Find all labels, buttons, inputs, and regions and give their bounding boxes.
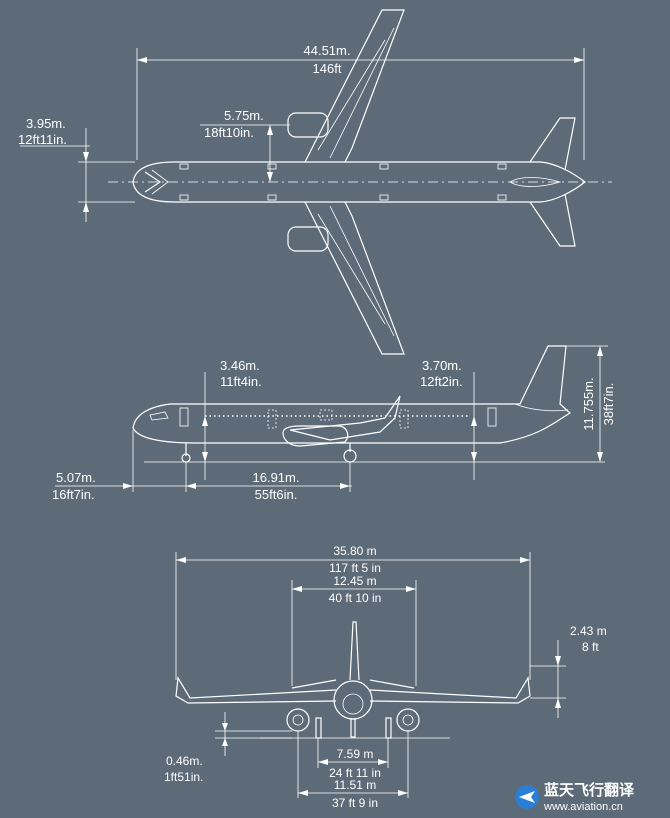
front-view-aircraft [175,621,531,739]
front-engine-spacing-ft: 37 ft 9 in [332,796,378,810]
front-gear-left [315,717,322,739]
side-fuselage [132,345,572,444]
front-span-m: 35.80 m [333,544,376,558]
front-fin [349,621,360,681]
side-nose-gear-m: 5.07m. [56,470,96,485]
side-wing [289,395,401,441]
top-engine-lower [287,226,329,252]
front-track-ft: 24 ft 11 in [329,766,381,780]
front-span-ft: 117 ft 5 in [329,561,381,575]
top-cockpit [144,171,162,193]
watermark-url: www.aviation.cn [543,801,623,813]
top-span-ft: 146ft [313,61,342,76]
front-engine-spacing-m: 11.51 m [334,778,376,792]
side-door-ft: 11ft4in. [220,374,262,389]
top-view-dimensions: 44.51m. 146ft 3.95m. 12ft11in. 5.75m. 18… [18,43,585,222]
front-view-dimensions: 35.80 m 117 ft 5 in 12.45 m 40 ft 10 in … [164,544,607,810]
side-height-m: 11.755m. [581,377,596,430]
front-track-m: 7.59 m [337,747,374,761]
side-height-ft: 38ft7in. [601,383,616,426]
top-engine-ft: 18ft10in. [204,125,254,140]
top-wing-lower [304,201,405,355]
top-engine-m: 5.75m. [224,108,264,123]
top-fuselage [132,161,586,203]
top-engine-upper [287,112,329,138]
top-wing-upper [304,9,405,163]
front-engine-left [286,708,310,732]
top-span-m: 44.51m. [304,43,351,58]
front-tailplane-ft: 40 ft 10 in [329,591,382,605]
side-rear-door-ft: 12ft2in. [420,374,463,389]
front-nose-gear [350,718,356,738]
front-wing-right [369,676,531,704]
front-stabilizer [291,679,415,689]
side-cockpit-window [149,411,169,421]
side-rear-door-m: 3.70m. [422,358,462,373]
top-fuselage-ft: 12ft11in. [18,132,67,147]
front-clearance-ft: 1ft51in. [164,770,203,784]
front-fuselage [333,680,373,720]
watermark-name: 蓝天飞行翻译 [544,781,635,799]
front-engine-right [396,708,420,732]
front-wing-left [175,676,337,704]
top-view-aircraft [108,9,612,355]
top-stabilizer-lower [529,193,576,247]
front-winglet-ft: 8 ft [582,640,599,654]
side-view-aircraft [132,345,605,463]
side-door-m: 3.46m. [220,358,260,373]
watermark: 蓝天飞行翻译 www.aviation.cn [515,781,635,813]
side-nose-gear-ft: 16ft7in. [52,487,95,502]
front-tailplane-m: 12.45 m [333,574,376,588]
top-stabilizer-upper [529,117,576,171]
top-fuselage-m: 3.95m. [26,116,66,131]
side-engine [282,425,349,447]
side-wheelbase-ft: 55ft6in. [255,487,298,502]
side-view-dimensions: 3.46m. 11ft4in. 3.70m. 12ft2in. 11.755m.… [52,345,616,502]
front-gear-right [385,717,392,739]
side-wheelbase-m: 16.91m. [253,470,300,485]
front-winglet-m: 2.43 m [570,624,607,638]
front-clearance-m: 0.46m. [166,754,203,768]
